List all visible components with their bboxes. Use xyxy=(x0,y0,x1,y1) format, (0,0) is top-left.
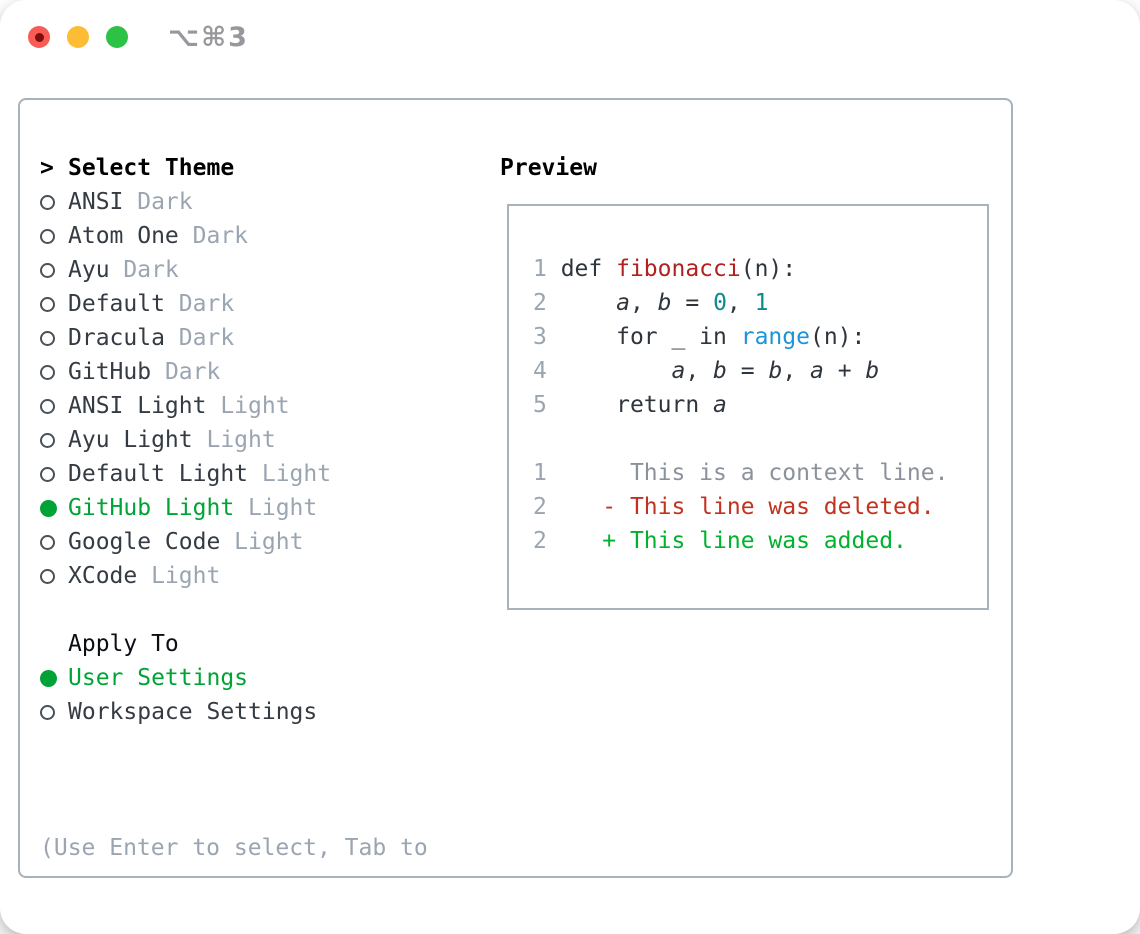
theme-option-label: Google Code xyxy=(68,529,221,555)
theme-option-label: Default xyxy=(68,291,165,317)
option-ansi[interactable]: ANSI Dark xyxy=(40,185,331,219)
theme-option-variant: Light xyxy=(137,563,221,589)
apply-option-label: Workspace Settings xyxy=(68,699,318,725)
theme-option-label: Atom One xyxy=(68,223,179,249)
theme-option-label: Default Light xyxy=(68,461,249,487)
selected-radio-icon xyxy=(40,669,68,687)
preview-heading: Preview xyxy=(500,151,597,185)
theme-option-variant: Dark xyxy=(164,291,235,317)
option-workspace-settings[interactable]: Workspace Settings xyxy=(40,695,317,729)
option-user-settings[interactable]: User Settings xyxy=(40,661,317,695)
theme-option-variant: Dark xyxy=(123,189,193,215)
theme-option-label: ANSI xyxy=(68,189,124,215)
radio-icon xyxy=(40,568,68,584)
theme-option-variant: Light xyxy=(248,461,332,487)
minimize-button[interactable] xyxy=(67,26,89,48)
option-ayu[interactable]: Ayu Dark xyxy=(40,253,331,287)
theme-option-variant: Light xyxy=(206,393,290,419)
theme-option-label: ANSI Light xyxy=(68,393,207,419)
radio-icon xyxy=(40,296,68,312)
theme-option-label: Ayu xyxy=(68,257,110,283)
apply-to-heading-label: Apply To xyxy=(68,631,179,657)
code-line: 2 - This line was deleted. xyxy=(533,494,935,520)
theme-option-variant: Light xyxy=(234,495,318,521)
theme-option-variant: Light xyxy=(220,529,304,555)
radio-icon xyxy=(40,704,68,720)
radio-icon xyxy=(40,364,68,380)
option-ayu-light[interactable]: Ayu Light Light xyxy=(40,423,331,457)
option-google-code[interactable]: Google Code Light xyxy=(40,525,331,559)
apply-to-heading: Apply To xyxy=(40,627,179,661)
option-dracula[interactable]: Dracula Dark xyxy=(40,321,331,355)
option-github[interactable]: GitHub Dark xyxy=(40,355,331,389)
title-bar: ⌥⌘3 xyxy=(0,0,1140,74)
code-line: 4 a, b = b, a + b xyxy=(533,358,880,384)
zoom-button[interactable] xyxy=(106,26,128,48)
theme-option-variant: Dark xyxy=(178,223,249,249)
close-button[interactable] xyxy=(28,26,50,48)
code-line: 3 for _ in range(n): xyxy=(533,324,866,350)
code-line xyxy=(533,422,987,456)
theme-option-variant: Light xyxy=(192,427,276,453)
option-atom-one[interactable]: Atom One Dark xyxy=(40,219,331,253)
select-theme-heading-label: Select Theme xyxy=(68,155,235,181)
option-github-light[interactable]: GitHub Light Light xyxy=(40,491,331,525)
hint-line-1: (Use Enter to select, Tab to xyxy=(40,835,428,861)
radio-icon xyxy=(40,432,68,448)
preview-heading-label: Preview xyxy=(500,155,597,181)
radio-icon xyxy=(40,398,68,414)
radio-icon xyxy=(40,262,68,278)
option-default-light[interactable]: Default Light Light xyxy=(40,457,331,491)
focus-caret-icon: > xyxy=(40,155,54,181)
window-title: ⌥⌘3 xyxy=(168,21,249,53)
code-line: 1 This is a context line. xyxy=(533,460,949,486)
radio-icon xyxy=(40,330,68,346)
apply-option-label: User Settings xyxy=(68,665,249,691)
preview-code-box: 1 def fibonacci(n): 2 a, b = 0, 1 3 for _ … xyxy=(507,204,989,610)
theme-option-label: GitHub xyxy=(68,359,152,385)
radio-icon xyxy=(40,194,68,210)
option-xcode[interactable]: XCode Light xyxy=(40,559,331,593)
theme-option-label: XCode xyxy=(68,563,138,589)
code-line: 5 return a xyxy=(533,392,727,418)
radio-icon xyxy=(40,466,68,482)
theme-option-variant: Dark xyxy=(109,257,179,283)
radio-icon xyxy=(40,534,68,550)
theme-option-label: GitHub Light xyxy=(68,495,235,521)
theme-option-variant: Dark xyxy=(151,359,221,385)
code-line: 2 + This line was added. xyxy=(533,528,907,554)
option-default[interactable]: Default Dark xyxy=(40,287,331,321)
code-line: 1 def fibonacci(n): xyxy=(533,256,797,282)
radio-icon xyxy=(40,228,68,244)
selected-radio-icon xyxy=(40,499,68,517)
theme-option-label: Ayu Light xyxy=(68,427,193,453)
option-ansi-light[interactable]: ANSI Light Light xyxy=(40,389,331,423)
select-theme-heading: > Select Theme xyxy=(40,151,234,185)
code-line: 2 a, b = 0, 1 xyxy=(533,290,769,316)
keyboard-hint: (Use Enter to select, Tab to change focu… xyxy=(40,763,428,934)
theme-option-label: Dracula xyxy=(68,325,165,351)
theme-option-variant: Dark xyxy=(164,325,235,351)
